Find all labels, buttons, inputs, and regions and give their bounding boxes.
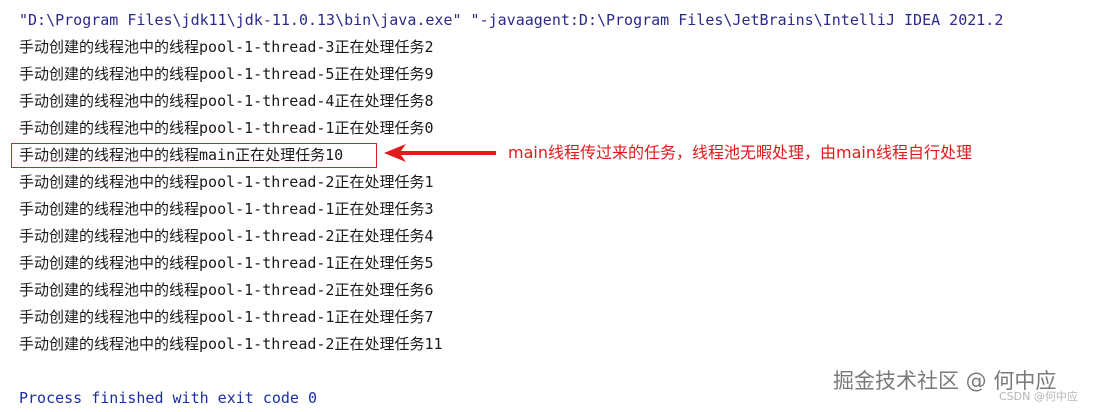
output-line: 手动创建的线程池中的线程pool-1-thread-1正在处理任务0 bbox=[19, 119, 434, 137]
output-line: 手动创建的线程池中的线程pool-1-thread-3正在处理任务2 bbox=[19, 38, 434, 56]
output-line: 手动创建的线程池中的线程pool-1-thread-2正在处理任务11 bbox=[19, 335, 443, 353]
output-line: 手动创建的线程池中的线程pool-1-thread-2正在处理任务6 bbox=[19, 281, 434, 299]
output-line: 手动创建的线程池中的线程pool-1-thread-5正在处理任务9 bbox=[19, 65, 434, 83]
watermark: 掘金技术社区 @ 何中应 bbox=[833, 369, 1057, 393]
output-line: 手动创建的线程池中的线程pool-1-thread-1正在处理任务3 bbox=[19, 200, 434, 218]
output-line: 手动创建的线程池中的线程pool-1-thread-2正在处理任务4 bbox=[19, 227, 434, 245]
highlight-box bbox=[11, 143, 377, 168]
output-line: 手动创建的线程池中的线程pool-1-thread-1正在处理任务5 bbox=[19, 254, 434, 272]
output-line: 手动创建的线程池中的线程pool-1-thread-4正在处理任务8 bbox=[19, 92, 434, 110]
output-line-highlighted: 手动创建的线程池中的线程main正在处理任务10 bbox=[19, 146, 344, 164]
watermark-small: CSDN @何中应 bbox=[999, 390, 1078, 403]
output-line: 手动创建的线程池中的线程pool-1-thread-1正在处理任务7 bbox=[19, 308, 434, 326]
output-line: 手动创建的线程池中的线程pool-1-thread-2正在处理任务1 bbox=[19, 173, 434, 191]
process-finished-line: Process finished with exit code 0 bbox=[19, 389, 318, 407]
arrow-left-icon bbox=[384, 144, 496, 162]
command-line: "D:\Program Files\jdk11\jdk-11.0.13\bin\… bbox=[19, 11, 1004, 29]
annotation-text: main线程传过来的任务，线程池无暇处理，由main线程自行处理 bbox=[508, 143, 972, 162]
